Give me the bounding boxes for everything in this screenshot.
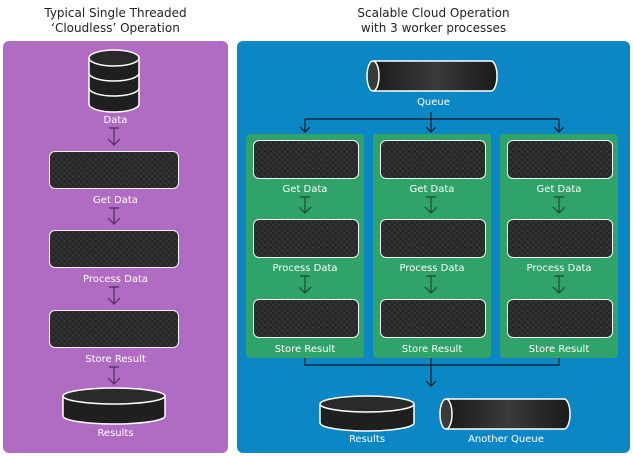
left-results-label: Results [97, 428, 134, 439]
worker-3-process-data-box [507, 219, 613, 258]
worker-1-process-data-box [253, 219, 359, 258]
worker-3-get-data-label: Get Data [536, 184, 582, 195]
results-merge-connectors [304, 358, 560, 387]
worker-3-process-data-label: Process Data [526, 263, 592, 274]
cloud-results-disk-icon [319, 395, 415, 432]
right-title-line2: with 3 worker processes [360, 21, 507, 35]
database-icon [88, 49, 140, 113]
left-data-label: Data [103, 115, 128, 126]
worker-2-process-data-label: Process Data [399, 263, 465, 274]
worker-2-get-data-label: Get Data [409, 184, 455, 195]
right-title-line1: Scalable Cloud Operation [357, 6, 510, 20]
left-store-result-box [49, 310, 179, 348]
left-title-line2: ‘Cloudless’ Operation [51, 21, 180, 35]
left-process-data-label: Process Data [83, 274, 148, 285]
queue-distribution-connectors [299, 112, 565, 133]
left-get-data-box [49, 151, 179, 189]
worker-2-get-data-box [380, 140, 486, 179]
another-queue-label: Another Queue [468, 434, 544, 445]
left-get-data-label: Get Data [93, 195, 138, 206]
worker-2-process-data-box [380, 219, 486, 258]
queue-label: Queue [417, 97, 450, 108]
left-store-result-label: Store Result [85, 354, 146, 365]
left-flow-arrows [107, 127, 121, 385]
worker-2-store-result-box [380, 299, 486, 338]
worker-3-store-result-label: Store Result [528, 344, 590, 355]
worker-flow-arrows [298, 196, 566, 294]
worker-3-get-data-box [507, 140, 613, 179]
worker-2-store-result-label: Store Result [401, 344, 463, 355]
worker-1-get-data-box [253, 140, 359, 179]
worker-1-store-result-label: Store Result [274, 344, 336, 355]
right-panel-title: Scalable Cloud Operation with 3 worker p… [237, 6, 630, 36]
left-panel-title: Typical Single Threaded ‘Cloudless’ Oper… [3, 6, 228, 36]
right-results-label: Results [348, 434, 386, 445]
worker-1-store-result-box [253, 299, 359, 338]
queue-cylinder-icon [366, 60, 498, 92]
another-queue-cylinder-icon [439, 398, 571, 430]
worker-1-get-data-label: Get Data [282, 184, 328, 195]
worker-1-process-data-label: Process Data [272, 263, 338, 274]
left-title-line1: Typical Single Threaded [44, 6, 187, 20]
left-process-data-box [49, 230, 179, 268]
results-disk-icon [62, 387, 166, 425]
worker-3-store-result-box [507, 299, 613, 338]
